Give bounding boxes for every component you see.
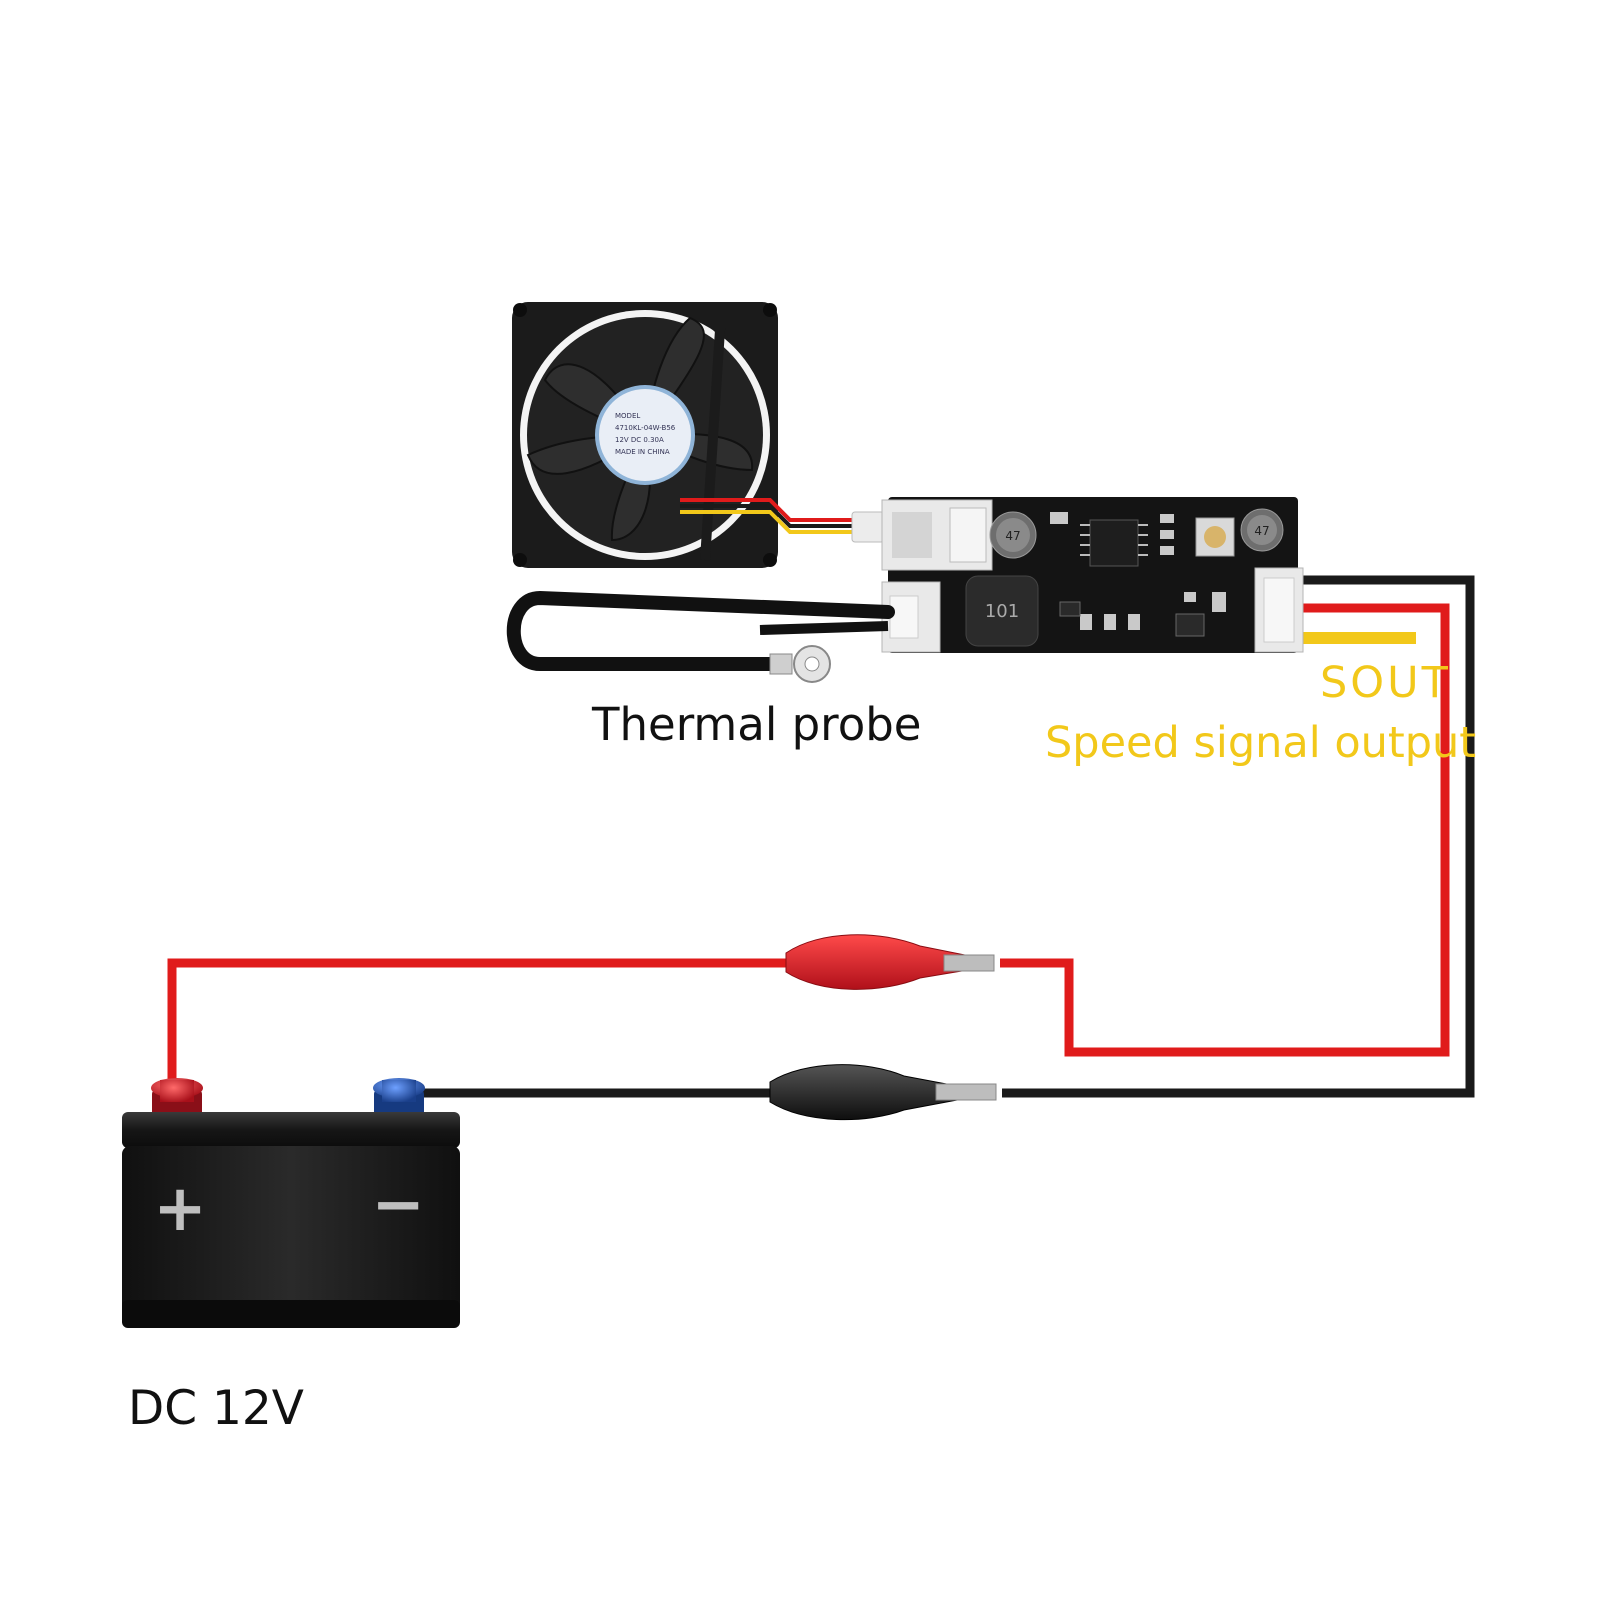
- svg-text:4710KL-04W-B56: 4710KL-04W-B56: [615, 424, 676, 432]
- cap-left-mark: 47: [1005, 529, 1020, 543]
- thermal-probe-icon: [506, 590, 895, 683]
- black-alligator-clip: [769, 1064, 997, 1121]
- thermal-probe-label: Thermal probe: [591, 698, 921, 751]
- svg-text:12V DC 0.30A: 12V DC 0.30A: [615, 436, 664, 444]
- svg-text:MADE IN CHINA: MADE IN CHINA: [615, 448, 670, 456]
- battery-plus-symbol: +: [153, 1172, 207, 1246]
- red-wire-battery: [167, 958, 790, 1092]
- svg-text:MODEL: MODEL: [615, 412, 640, 420]
- wires: [167, 575, 1475, 1098]
- red-wire-module: [1000, 603, 1450, 1057]
- fan-icon: MODEL 4710KL-04W-B56 12V DC 0.30A MADE I…: [512, 302, 885, 568]
- cap-right-mark: 47: [1254, 524, 1269, 538]
- pcb-module-icon: 101 47 47: [881, 497, 1304, 653]
- inductor-mark: 101: [985, 601, 1019, 622]
- battery-icon: + −: [122, 1078, 460, 1328]
- battery-minus-symbol: −: [371, 1168, 425, 1242]
- speed-signal-label: Speed signal output: [1045, 718, 1476, 768]
- alligator-clip-icon: [769, 934, 997, 1121]
- dc-supply-label: DC 12V: [128, 1381, 304, 1436]
- black-wire-module: [1002, 575, 1475, 1098]
- sout-label: SOUT: [1320, 658, 1451, 708]
- red-alligator-clip: [785, 934, 995, 990]
